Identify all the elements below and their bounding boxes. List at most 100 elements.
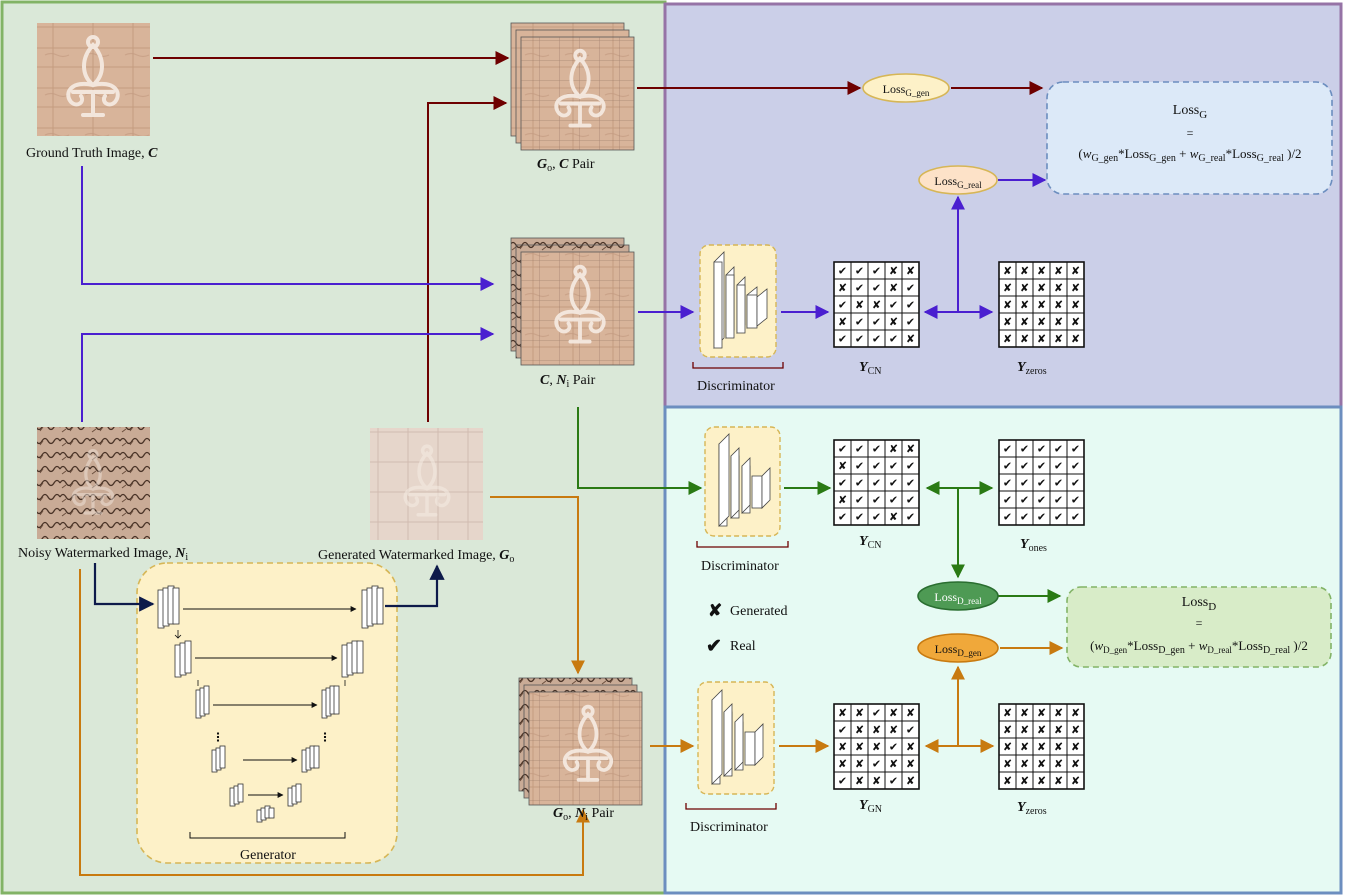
generated-mark-icon: ✘ [1037, 707, 1046, 720]
generated-mark-icon: ✘ [838, 316, 847, 329]
real-mark-icon: ✔ [1020, 460, 1029, 473]
go-ni-pair-stack [518, 677, 643, 806]
generated-mark-icon: ✘ [889, 511, 898, 524]
real-mark-icon: ✔ [872, 460, 881, 473]
y-zeros-label-top: Yzeros [1017, 360, 1047, 377]
real-mark-icon: ✔ [1037, 511, 1046, 524]
legend-generated-label: Generated [730, 604, 788, 619]
loss-g-formula: (wG_gen*LossG_gen + wG_real*LossG_real )… [1078, 146, 1301, 164]
legend-real-label: Real [730, 639, 756, 654]
real-mark-icon: ✔ [838, 775, 847, 788]
real-mark-icon: ✔ [855, 511, 864, 524]
generated-mark-icon: ✘ [1020, 333, 1029, 346]
c-ni-pair-stack [510, 237, 635, 366]
generated-mark-icon: ✘ [1071, 265, 1080, 278]
arrows-navy [93, 563, 445, 612]
generated-mark-icon: ✘ [838, 707, 847, 720]
generated-mark-icon: ✘ [1037, 724, 1046, 737]
loss-d-real-node [917, 581, 999, 611]
y-ones-label: Yones [1020, 537, 1047, 554]
real-mark-icon: ✔ [906, 724, 915, 737]
grid-y-zeros-bottom: ✘✘✘✘✘✘✘✘✘✘✘✘✘✘✘✘✘✘✘✘✘✘✘✘✘ [998, 703, 1085, 790]
arrows-blue [81, 166, 1047, 422]
real-mark-icon: ✔ [1071, 460, 1080, 473]
real-mark-icon: ✔ [889, 460, 898, 473]
discriminator-top [692, 244, 784, 369]
generated-mark-icon: ✘ [1037, 775, 1046, 788]
grid-background [833, 261, 920, 348]
discriminator-middle [696, 426, 789, 548]
real-mark-icon: ✔ [906, 494, 915, 507]
go-ni-pair-label: Go, Ni Pair [553, 806, 614, 823]
real-mark-icon: ✔ [1020, 443, 1029, 456]
real-mark-icon: ✔ [889, 775, 898, 788]
legend-real-icon: ✔ [706, 636, 722, 657]
generated-mark-icon: ✘ [855, 707, 864, 720]
generated-mark-icon: ✘ [906, 707, 915, 720]
real-mark-icon: ✔ [855, 494, 864, 507]
generated-mark-icon: ✘ [1003, 758, 1012, 771]
generated-mark-icon: ✘ [872, 775, 881, 788]
generated-mark-icon: ✘ [1054, 724, 1063, 737]
generated-mark-icon: ✘ [855, 299, 864, 312]
generated-mark-icon: ✘ [1037, 741, 1046, 754]
real-mark-icon: ✔ [889, 741, 898, 754]
y-cn-label-top: YCN [859, 360, 881, 377]
ground-truth-label: Ground Truth Image, C [26, 146, 158, 161]
generated-mark-icon: ✘ [889, 265, 898, 278]
go-c-pair-stack [510, 22, 635, 151]
real-mark-icon: ✔ [872, 265, 881, 278]
grid-y-cn-top: ✔✔✔✘✘✘✔✔✘✔✔✘✘✔✔✘✔✔✘✔✔✔✔✔✘ [833, 261, 920, 348]
generated-mark-icon: ✘ [1054, 707, 1063, 720]
real-mark-icon: ✔ [1037, 477, 1046, 490]
generated-mark-icon: ✘ [872, 724, 881, 737]
real-mark-icon: ✔ [1003, 460, 1012, 473]
loss-d-eq: = [1196, 616, 1203, 630]
generator-bracket [189, 832, 346, 839]
noisy-watermarked-image [37, 427, 150, 539]
discriminator-label-top: Discriminator [697, 379, 775, 394]
generated-mark-icon: ✘ [1071, 282, 1080, 295]
real-mark-icon: ✔ [838, 299, 847, 312]
ground-truth-image [37, 23, 150, 136]
loss-d-gen-node [917, 633, 999, 663]
generated-mark-icon: ✘ [1037, 333, 1046, 346]
real-mark-icon: ✔ [872, 707, 881, 720]
real-mark-icon: ✔ [855, 477, 864, 490]
generated-mark-icon: ✘ [889, 316, 898, 329]
generated-mark-icon: ✘ [1071, 758, 1080, 771]
real-mark-icon: ✔ [872, 477, 881, 490]
real-mark-icon: ✔ [1054, 460, 1063, 473]
real-mark-icon: ✔ [1003, 511, 1012, 524]
real-mark-icon: ✔ [889, 299, 898, 312]
real-mark-icon: ✔ [838, 333, 847, 346]
arrows-dark-red [153, 51, 1044, 422]
generated-mark-icon: ✘ [906, 265, 915, 278]
svg-text:⋮: ⋮ [213, 732, 223, 743]
generated-mark-icon: ✘ [1020, 316, 1029, 329]
real-mark-icon: ✔ [855, 333, 864, 346]
generated-mark-icon: ✘ [1003, 316, 1012, 329]
real-mark-icon: ✔ [906, 282, 915, 295]
generated-mark-icon: ✘ [838, 282, 847, 295]
generated-mark-icon: ✘ [889, 724, 898, 737]
generated-mark-icon: ✘ [1054, 775, 1063, 788]
real-mark-icon: ✔ [1054, 511, 1063, 524]
real-mark-icon: ✔ [1054, 477, 1063, 490]
real-mark-icon: ✔ [1003, 494, 1012, 507]
grid-y-zeros-top: ✘✘✘✘✘✘✘✘✘✘✘✘✘✘✘✘✘✘✘✘✘✘✘✘✘ [998, 261, 1085, 348]
real-mark-icon: ✔ [872, 316, 881, 329]
grid-background [833, 439, 920, 526]
go-c-pair-label: Go, C Pair [537, 157, 595, 174]
real-mark-icon: ✔ [906, 511, 915, 524]
generated-mark-icon: ✘ [1071, 333, 1080, 346]
real-mark-icon: ✔ [1071, 511, 1080, 524]
generated-mark-icon: ✘ [872, 299, 881, 312]
loss-g-real-node [918, 165, 998, 195]
generated-mark-icon: ✘ [1003, 282, 1012, 295]
generated-mark-icon: ✘ [1020, 724, 1029, 737]
real-mark-icon: ✔ [1071, 477, 1080, 490]
generated-mark-icon: ✘ [1054, 282, 1063, 295]
real-mark-icon: ✔ [838, 443, 847, 456]
generated-mark-icon: ✘ [906, 758, 915, 771]
